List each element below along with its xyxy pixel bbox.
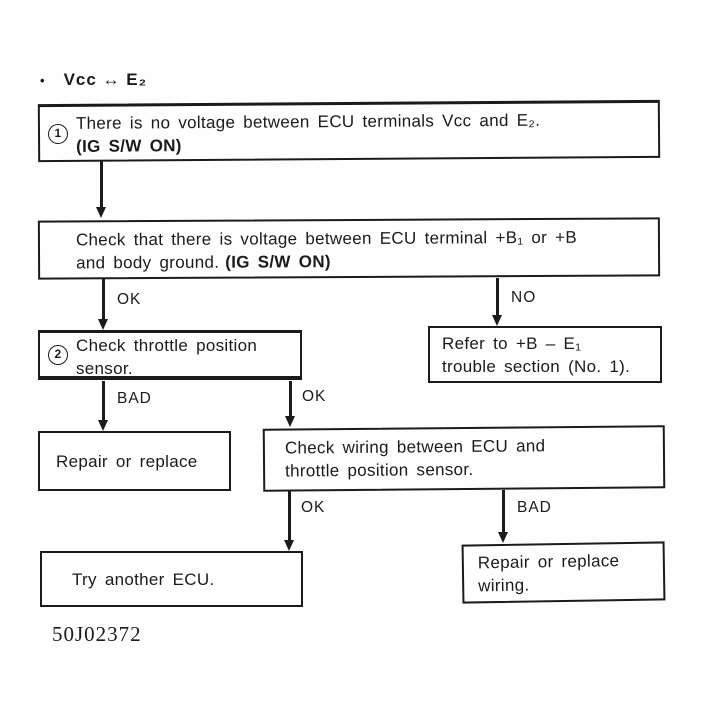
node-check-voltage-b1-b: Check that there is voltage between ECU … <box>37 217 661 280</box>
edge-label-ok: OK <box>301 499 326 516</box>
connector-line <box>100 160 103 210</box>
node-check-throttle-position-sensor: 2 Check throttle position sensor. <box>38 330 302 380</box>
node-text: Check throttle position <box>76 336 258 355</box>
node-repair-or-replace-wiring: Repair or replace wiring. <box>461 541 666 604</box>
node-try-another-ecu: Try another ECU. <box>40 551 303 607</box>
arrow-down-icon <box>498 532 508 543</box>
edge-label-bad: BAD <box>517 499 552 516</box>
node-text: Repair or replace <box>56 451 198 471</box>
node-text: Refer to +B – E₁ <box>442 334 582 353</box>
document-code: 50J02372 <box>52 622 142 646</box>
connector-line <box>102 278 105 323</box>
arrow-down-icon <box>96 207 106 218</box>
node-text: sensor. <box>76 359 133 378</box>
edge-label-ok: OK <box>302 388 327 405</box>
step-number-1: 1 <box>47 123 69 144</box>
step-number-2: 2 <box>48 344 68 365</box>
edge-label-ok: OK <box>117 291 142 308</box>
node-text-bold: (IG S/W ON) <box>76 136 182 156</box>
node-text: wiring. <box>478 575 530 596</box>
connector-line <box>496 278 499 319</box>
node-repair-or-replace: Repair or replace <box>38 431 231 491</box>
node-text: trouble section (No. 1). <box>442 357 631 376</box>
node-refer-trouble-section: Refer to +B – E₁ trouble section (No. 1)… <box>428 326 662 383</box>
arrow-down-icon <box>98 420 108 431</box>
node-check-wiring: Check wiring between ECU and throttle po… <box>262 425 666 492</box>
arrow-down-icon <box>98 319 108 330</box>
edge-label-no: NO <box>511 289 537 306</box>
node-text: throttle position sensor. <box>285 459 474 481</box>
section-title: Vcc ↔ E₂ <box>63 70 148 89</box>
arrow-down-icon <box>284 540 294 551</box>
arrow-down-icon <box>285 416 295 427</box>
node-text-normal: and body ground. <box>76 252 220 273</box>
arrow-down-icon <box>492 315 502 326</box>
section-header: • Vcc ↔ E₂ <box>40 70 147 90</box>
connector-line <box>102 381 105 423</box>
node-text: Check wiring between ECU and <box>284 436 546 458</box>
node-text-bold: (IG S/W ON) <box>225 252 331 272</box>
node-text: and body ground.(IG S/W ON) <box>76 248 648 274</box>
node-no-voltage-vcc-e2: 1 There is no voltage between ECU termin… <box>37 99 661 163</box>
node-text: Repair or replace <box>477 551 620 573</box>
node-text: Try another ECU. <box>72 569 215 589</box>
connector-line <box>502 490 505 535</box>
bullet-icon: • <box>40 72 46 88</box>
connector-line <box>288 490 291 543</box>
edge-label-bad: BAD <box>117 390 152 407</box>
node-text: Check that there is voltage between ECU … <box>75 227 578 250</box>
connector-line <box>289 381 292 419</box>
